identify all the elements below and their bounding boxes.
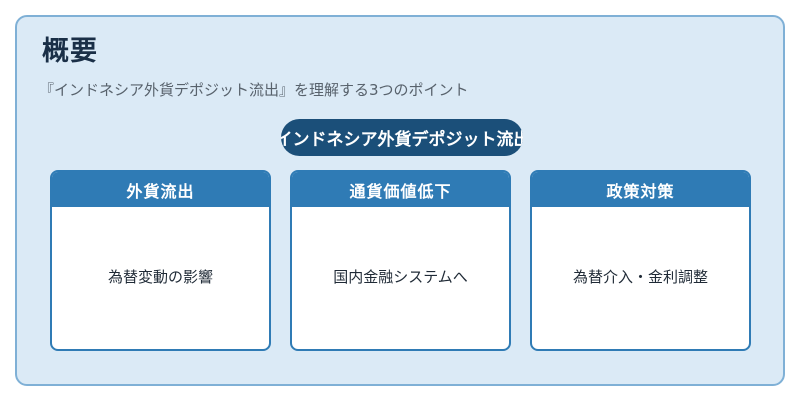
point-card-header: 政策対策 xyxy=(532,172,749,207)
point-card-outflow: 外貨流出 為替変動の影響 xyxy=(50,170,271,351)
central-topic-label: インドネシア外貨デポジット流出 xyxy=(281,130,523,150)
page-title: 概要 xyxy=(42,36,98,67)
point-card-header: 外貨流出 xyxy=(52,172,269,207)
page-subtitle: 『インドネシア外貨デポジット流出』を理解する3つのポイント xyxy=(39,81,469,99)
point-card-body: 為替変動の影響 xyxy=(107,267,213,286)
point-card-policy: 政策対策 為替介入・金利調整 xyxy=(530,170,751,351)
point-card-currency-decline: 通貨価値低下 国内金融システムへ xyxy=(290,170,511,351)
point-card-body: 国内金融システムへ xyxy=(333,267,468,286)
point-card-body: 為替介入・金利調整 xyxy=(572,267,708,286)
point-card-header: 通貨価値低下 xyxy=(292,172,509,207)
overview-panel: 概要 『インドネシア外貨デポジット流出』を理解する3つのポイント インドネシア外… xyxy=(15,15,785,386)
central-topic-pill: インドネシア外貨デポジット流出 xyxy=(281,119,523,156)
